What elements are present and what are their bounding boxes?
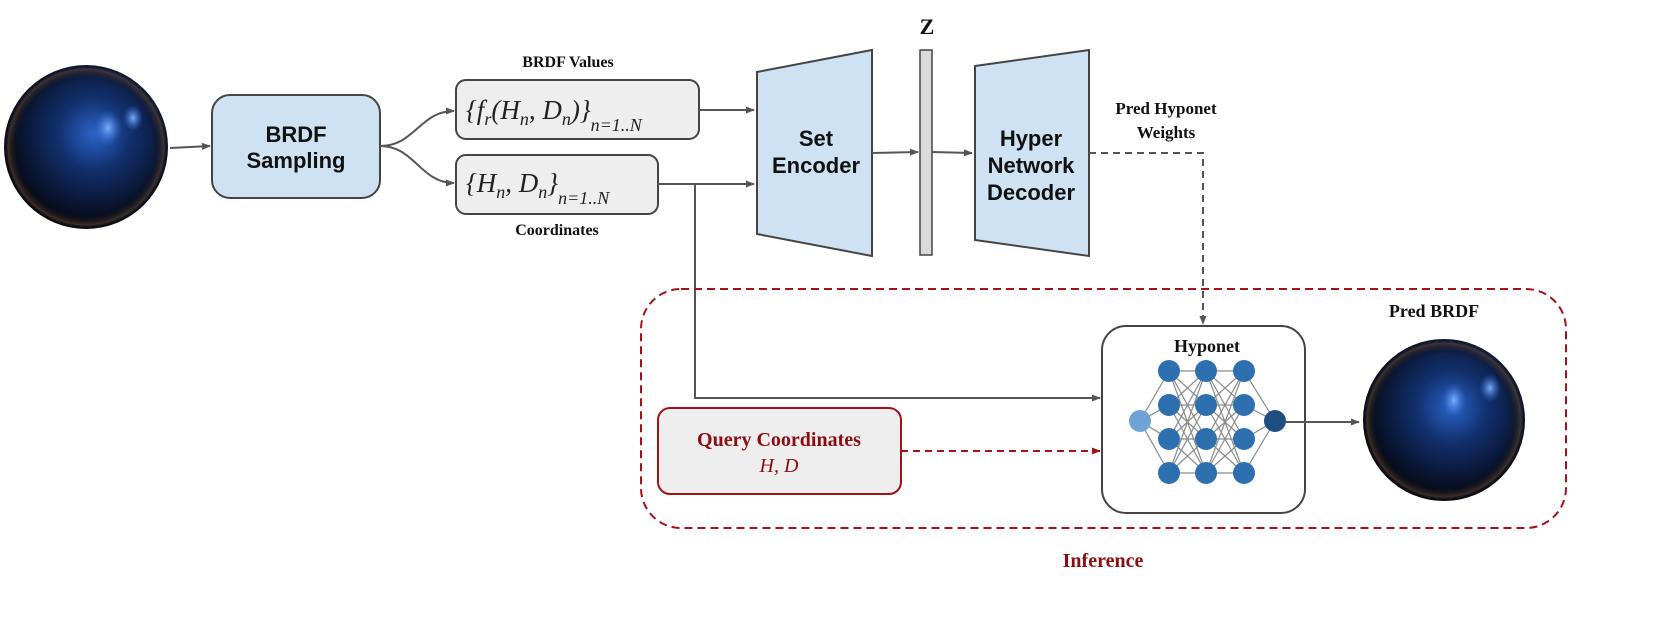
hyponet-box: Hyponet (1101, 325, 1306, 514)
hyponet-neuron-3-1 (1233, 394, 1255, 416)
brdf-values-caption: BRDF Values (522, 54, 613, 71)
brdf-values-formula-args: (H (491, 95, 521, 125)
brdf-sampling-box: BRDF Sampling (211, 94, 381, 199)
hyponet-neuron-3-0 (1233, 360, 1255, 382)
hyponet-neuron-1-0 (1158, 360, 1180, 382)
hyponet-neuron-0-0 (1129, 410, 1151, 432)
brdf-sampling-line2: Sampling (246, 148, 345, 173)
svg-text:{Hn, Dn}n=1..N: {Hn, Dn}n=1..N (466, 168, 610, 208)
hyponet-edge-1-3-0 (1168, 370, 1207, 474)
hyponet-edge-2-2-0 (1205, 370, 1245, 440)
hyponet-edge-2-3-1 (1205, 404, 1245, 474)
brdf-values-formula-n2: n (562, 109, 571, 129)
brdf-values-formula-r: r (484, 109, 492, 129)
brdf-values-formula-sub: n=1..N (591, 115, 643, 135)
input-sphere-image (4, 65, 168, 229)
inference-label: Inference (1063, 550, 1144, 572)
arrow-sampling-to-coordinates (379, 145, 455, 187)
brdf-sampling-line1: BRDF (265, 122, 326, 147)
decoder-line1: Hyper (1000, 126, 1063, 151)
hyponet-neuron-3-3 (1233, 462, 1255, 484)
query-coordinates-box: Query Coordinates H, D (657, 407, 902, 495)
brdf-values-formula-comma: , D (529, 95, 563, 125)
latent-z-bar (919, 49, 933, 256)
arrow-encoder-to-latent (871, 148, 919, 156)
hyponet-neuron-3-2 (1233, 428, 1255, 450)
hyponet-network-nodes (1129, 360, 1286, 484)
hyponet-neuron-2-1 (1195, 394, 1217, 416)
query-line2: H, D (759, 455, 799, 477)
arrow-sampling-to-values (379, 107, 455, 147)
coordinates-formula-n2: n (538, 182, 547, 202)
hyper-network-decoder-trapezoid: Hyper Network Decoder (974, 48, 1090, 258)
coordinates-formula-n1: n (496, 182, 505, 202)
hyponet-edge-1-2-0 (1168, 370, 1207, 440)
coordinates-formula-comma: , D (505, 168, 539, 198)
decoder-line3: Decoder (987, 180, 1075, 205)
pred-weights-line1: Pred Hyponet (1115, 99, 1217, 118)
hyponet-neuron-1-2 (1158, 428, 1180, 450)
coordinates-formula-open: {H (466, 168, 498, 198)
query-line1: Query Coordinates (697, 429, 861, 451)
coordinates-caption: Coordinates (515, 222, 599, 239)
hyponet-edge-2-3-0 (1205, 370, 1245, 474)
set-encoder-trapezoid: Set Encoder (756, 48, 873, 258)
latent-z-label: Z (920, 14, 935, 39)
coordinates-formula-close: } (547, 168, 558, 198)
decoder-line2: Network (988, 153, 1076, 178)
hyponet-neuron-1-3 (1158, 462, 1180, 484)
brdf-values-box: {fr(Hn, Dn)}n=1..N (455, 79, 700, 140)
hyponet-neuron-4-0 (1264, 410, 1286, 432)
hyponet-neuron-2-2 (1195, 428, 1217, 450)
coordinates-formula-sub: n=1..N (558, 188, 610, 208)
hyponet-neuron-2-3 (1195, 462, 1217, 484)
set-encoder-line2: Encoder (772, 153, 860, 178)
pred-brdf-sphere-image (1363, 339, 1525, 501)
brdf-values-formula-n1: n (520, 109, 529, 129)
arrow-coordinates-to-hyponet (694, 184, 1101, 402)
set-encoder-line1: Set (799, 126, 834, 151)
hyponet-neuron-2-0 (1195, 360, 1217, 382)
arrow-decoder-to-hyponet-dashed (1089, 152, 1207, 325)
arrow-latent-to-decoder (931, 149, 973, 157)
coordinates-box: {Hn, Dn}n=1..N (455, 154, 659, 215)
hyponet-label: Hyponet (1174, 336, 1240, 356)
brdf-values-formula-close: )} (569, 95, 591, 125)
hyponet-neuron-1-1 (1158, 394, 1180, 416)
svg-text:{fr(Hn, Dn)}n=1..N: {fr(Hn, Dn)}n=1..N (466, 95, 643, 135)
inference-region (640, 288, 1567, 529)
pred-brdf-label: Pred BRDF (1389, 301, 1479, 321)
brdf-values-formula-open: {f (466, 95, 488, 125)
hyponet-edge-1-3-1 (1168, 404, 1207, 474)
arrow-sphere-to-sampling (169, 142, 211, 151)
pred-weights-line2: Weights (1137, 123, 1196, 142)
